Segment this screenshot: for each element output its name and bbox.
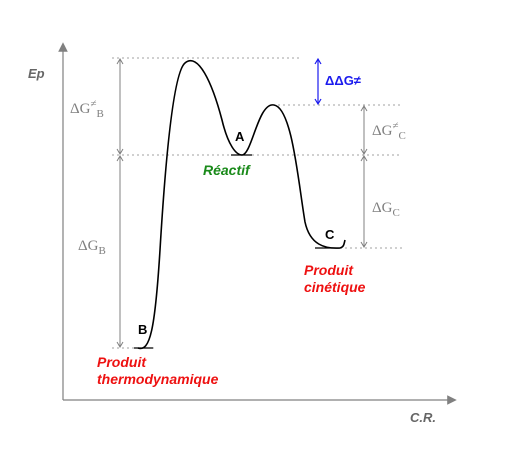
ddg-label: ΔΔG≠ — [325, 73, 361, 88]
dg-ts-c-sup: ≠ — [392, 120, 399, 132]
reaction-curve — [137, 60, 346, 350]
dg-b-label: ΔGB — [78, 238, 106, 257]
y-axis-label: Ep — [28, 66, 45, 81]
point-a-label: A — [235, 129, 245, 144]
dg-ts-b-arrow — [116, 58, 124, 155]
ddg-arrow — [314, 57, 322, 106]
kinetic-product-line2: cinétique — [304, 279, 366, 295]
dg-b-main: ΔG — [78, 238, 99, 254]
dg-ts-c-sub: C — [398, 130, 406, 142]
thermo-product-label: Produit thermodynamique — [97, 354, 218, 388]
point-b-label: B — [138, 322, 148, 337]
dg-ts-b-label: ΔG≠B — [70, 98, 104, 120]
point-c-label: C — [325, 227, 335, 242]
dg-c-label: ΔGC — [372, 200, 400, 219]
dg-ts-b-sup: ≠ — [90, 98, 97, 110]
dg-ts-c-arrow — [360, 105, 368, 155]
dg-ts-b-main: ΔG — [70, 101, 91, 117]
dg-ts-c-label: ΔG≠C — [372, 120, 406, 142]
thermo-product-line1: Produit — [97, 354, 146, 370]
dg-c-arrow — [360, 155, 368, 248]
dg-ts-c-main: ΔG — [372, 123, 393, 139]
dg-ts-b-sub: B — [96, 108, 104, 120]
dg-b-sub: B — [98, 245, 106, 257]
dg-b-arrow — [116, 155, 124, 348]
thermo-product-line2: thermodynamique — [97, 371, 219, 387]
x-axis-label: C.R. — [410, 410, 436, 425]
kinetic-product-line1: Produit — [304, 262, 353, 278]
reactant-label: Réactif — [203, 162, 250, 178]
kinetic-product-label: Produit cinétique — [304, 262, 365, 296]
dg-c-main: ΔG — [372, 200, 393, 216]
dg-c-sub: C — [392, 207, 400, 219]
